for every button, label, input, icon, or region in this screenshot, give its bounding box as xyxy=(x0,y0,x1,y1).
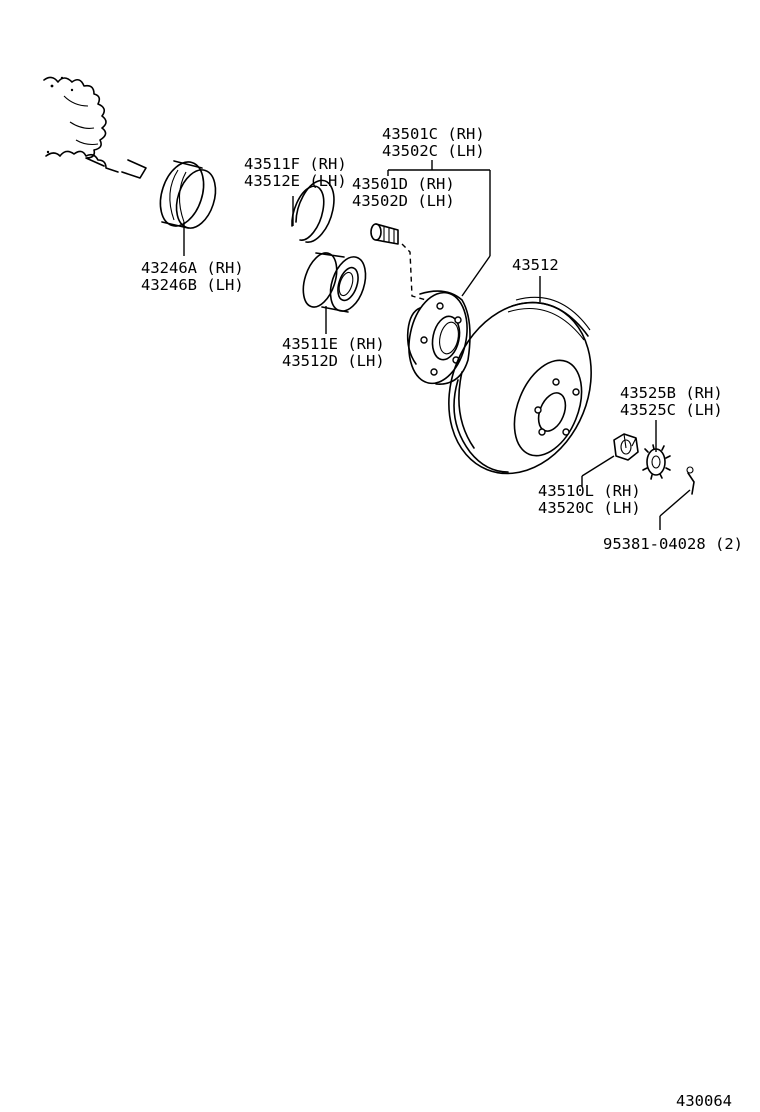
label-cotter-pin: 95381-04028 (2) xyxy=(603,535,743,553)
label-disc: 43512 xyxy=(512,256,559,274)
boot-clamp-drawing xyxy=(159,160,217,229)
label-bearing-line1: 43511E (RH) xyxy=(282,335,385,353)
hub-flange-drawing xyxy=(406,290,471,385)
label-hub-assembly-line2: 43502C (LH) xyxy=(382,142,485,160)
label-snap-ring-line1: 43511F (RH) xyxy=(244,155,347,173)
cotter-pin-drawing xyxy=(686,466,695,495)
label-snap-ring-line2: 43512E (LH) xyxy=(244,172,347,190)
label-hub-bolt-line1: 43501D (RH) xyxy=(352,175,455,193)
brake-disc-drawing xyxy=(448,296,592,475)
nut-cap-drawing xyxy=(642,444,671,480)
label-hub-bolt-line2: 43502D (LH) xyxy=(352,192,455,210)
label-hub-assembly-line1: 43501C (RH) xyxy=(382,125,485,143)
hub-nut-drawing xyxy=(613,433,639,461)
snap-ring-drawing xyxy=(291,179,335,243)
label-hub-nut-line1: 43510L (RH) xyxy=(538,482,641,500)
leader-hub-nut xyxy=(581,455,615,477)
bearing-drawing xyxy=(302,252,367,313)
drive-shaft-boot-drawing xyxy=(43,76,147,179)
label-nut-cap-line2: 43525C (LH) xyxy=(620,401,723,419)
hub-assembly-leader xyxy=(387,160,491,297)
hub-bolt-dashed-path xyxy=(401,243,427,301)
hub-bolt-drawing xyxy=(370,223,399,245)
diagram-id: 430064 xyxy=(676,1092,732,1110)
label-nut-cap-line1: 43525B (RH) xyxy=(620,384,723,402)
label-boot-clamp-line2: 43246B (LH) xyxy=(141,276,244,294)
leader-cotter-pin-diag xyxy=(659,489,691,517)
label-hub-nut-line2: 43520C (LH) xyxy=(538,499,641,517)
label-boot-clamp-line1: 43246A (RH) xyxy=(141,259,244,277)
label-bearing-line2: 43512D (LH) xyxy=(282,352,385,370)
